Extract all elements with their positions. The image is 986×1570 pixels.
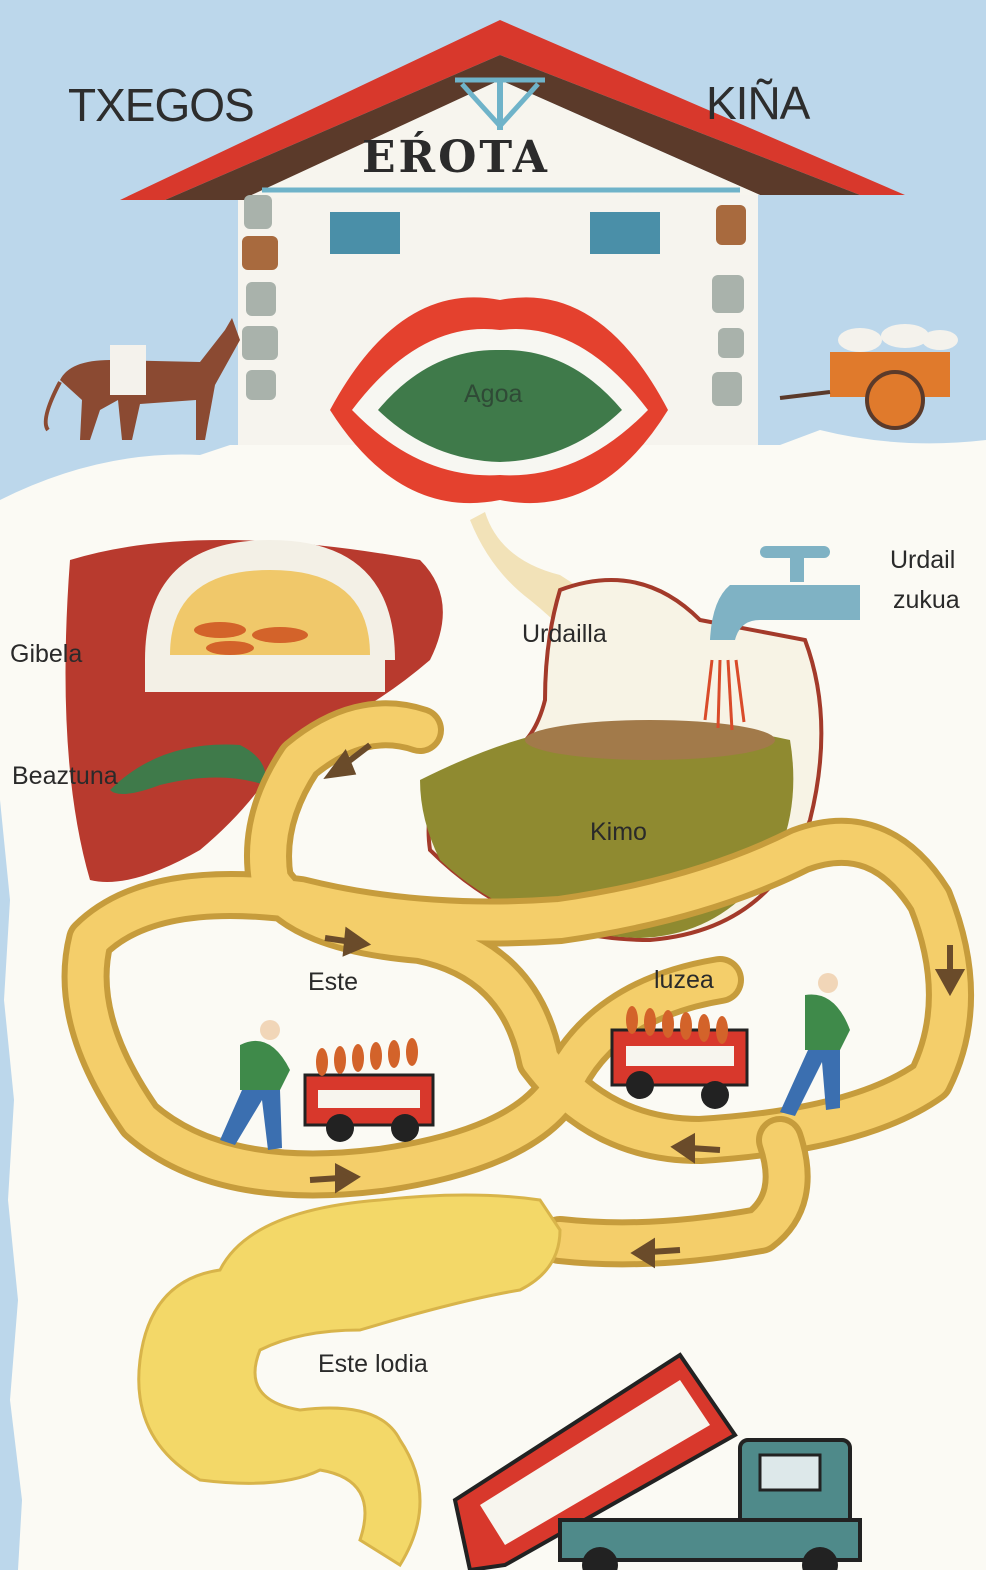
label-agoa: Agoa bbox=[464, 380, 522, 409]
dump-truck bbox=[455, 1355, 860, 1570]
label-beaztuna: Beaztuna bbox=[12, 762, 118, 791]
label-gibela: Gibela bbox=[10, 640, 82, 669]
label-luzea: luzea bbox=[654, 966, 714, 995]
label-este: Este bbox=[308, 968, 358, 997]
label-kina: KIÑA bbox=[706, 76, 809, 130]
label-urdail: Urdail bbox=[890, 546, 955, 575]
mill-sign: EŔOTA bbox=[362, 132, 550, 183]
label-este-lodia: Este lodia bbox=[318, 1350, 428, 1379]
label-zukua: zukua bbox=[893, 586, 960, 615]
label-urdailla: Urdailla bbox=[522, 620, 607, 649]
label-txegos: TXEGOS bbox=[68, 78, 254, 132]
label-kimo: Kimo bbox=[590, 818, 647, 847]
worker-left bbox=[220, 1020, 433, 1150]
